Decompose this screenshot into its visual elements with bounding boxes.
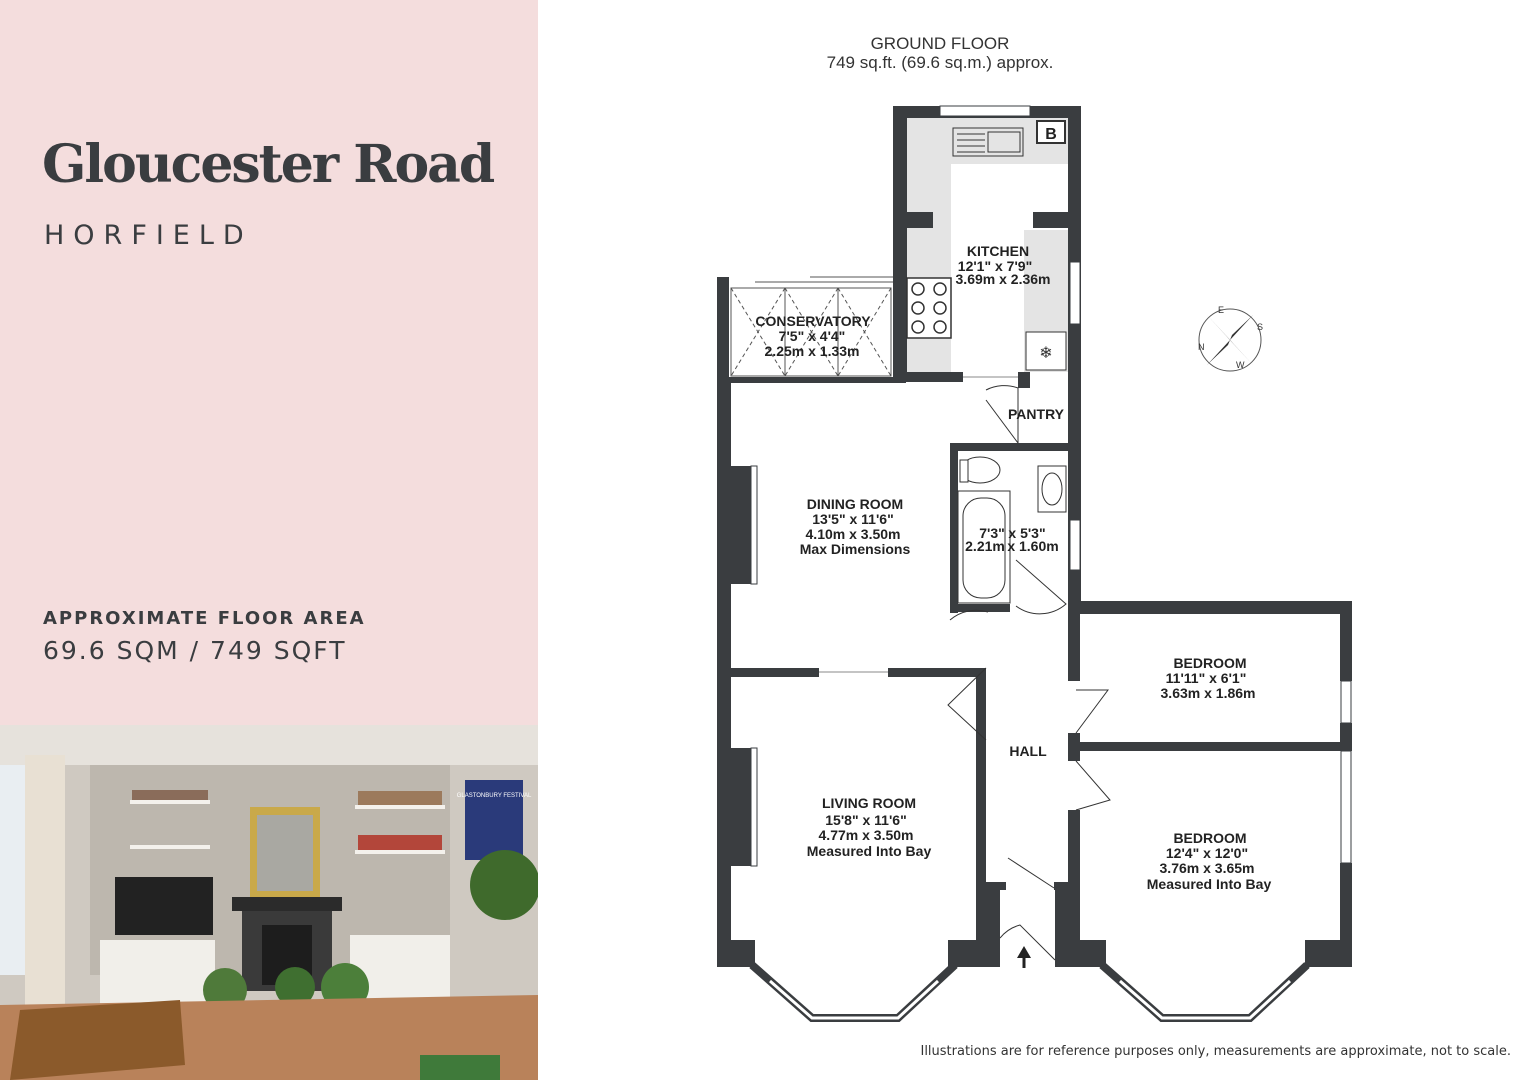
doors — [947, 385, 1111, 961]
conservatory-metric: 2.25m x 1.33m — [765, 343, 860, 359]
kitchen-metric: 3.69m x 2.36m — [956, 271, 1051, 287]
hall-name: HALL — [1009, 743, 1047, 759]
windows — [750, 105, 1352, 867]
dining-name: DINING ROOM — [807, 496, 903, 512]
property-area-name: HORFIELD — [44, 220, 253, 251]
bedroom2-name: BEDROOM — [1173, 830, 1246, 846]
compass-n: N — [1198, 342, 1205, 352]
living-note: Measured Into Bay — [807, 843, 932, 859]
walls — [717, 106, 1352, 967]
hob-icon — [906, 277, 952, 339]
living-room-photo: GLASTONBURY FESTIVAL — [0, 725, 538, 1080]
disclaimer: Illustrations are for reference purposes… — [920, 1044, 1511, 1059]
floor-area-value: 69.6 SQM / 749 SQFT — [43, 636, 347, 665]
bathroom-metric-b: x 1.60m — [1007, 538, 1058, 554]
info-panel: Gloucester Road HORFIELD APPROXIMATE FLO… — [0, 0, 538, 725]
kitchen-name: KITCHEN — [967, 243, 1029, 259]
compass-s: S — [1257, 322, 1263, 332]
compass-w: W — [1236, 360, 1245, 370]
floor-plan-heading: GROUND FLOOR 749 sq.ft. (69.6 sq.m.) app… — [740, 34, 1140, 72]
bedroom1-metric: 3.63m x 1.86m — [1161, 685, 1256, 701]
kitchen-imperial: 12'1" x 7'9" — [958, 258, 1032, 274]
bathroom-imperial-a: 7'3" — [979, 525, 1005, 541]
bathroom-metric-a: 2.21m — [965, 538, 1005, 554]
dining-metric: 4.10m x 3.50m — [806, 526, 901, 542]
entrance-arrow-icon — [1017, 946, 1031, 968]
bedroom2-imperial: 12'4" x 12'0" — [1166, 845, 1248, 861]
bathroom-imperial-b: x 5'3" — [1008, 525, 1045, 541]
property-title: Gloucester Road — [42, 134, 495, 195]
bedroom1-imperial: 11'11" x 6'1" — [1166, 670, 1247, 686]
conservatory-imperial: 7'5" x 4'4" — [779, 328, 846, 344]
floor-area-approx: 749 sq.ft. (69.6 sq.m.) approx. — [826, 53, 1054, 72]
boiler-icon — [1036, 120, 1066, 144]
bedroom1-name: BEDROOM — [1173, 655, 1246, 671]
conservatory-name: CONSERVATORY — [755, 313, 871, 329]
poster-text: GLASTONBURY FESTIVAL — [457, 793, 532, 799]
floor-area-label: APPROXIMATE FLOOR AREA — [43, 608, 366, 629]
boiler-label: B — [1045, 126, 1057, 143]
conservatory-glazing — [730, 276, 893, 377]
sink-icon — [952, 127, 1024, 157]
fridge-icon — [1025, 331, 1067, 371]
snowflake-icon: ❄ — [1039, 345, 1052, 362]
room-labels: KITCHEN 12'1" x 7'9" 3.69m x 2.36m CONSE… — [755, 243, 1271, 892]
bathroom-fixtures — [957, 456, 1067, 604]
bedroom2-note: Measured Into Bay — [1147, 876, 1272, 892]
compass-icon: N E S W — [1198, 305, 1263, 372]
living-metric: 4.77m x 3.50m — [819, 827, 914, 843]
dining-imperial: 13'5" x 11'6" — [812, 511, 893, 527]
living-imperial: 15'8" x 11'6" — [825, 812, 906, 828]
living-name: LIVING ROOM — [822, 795, 916, 811]
floor-plan: B ❄ — [717, 105, 1352, 1022]
bay-windows — [749, 962, 1310, 1022]
pantry-name: PANTRY — [1008, 406, 1065, 422]
compass-e: E — [1218, 305, 1224, 315]
bedroom2-metric: 3.76m x 3.65m — [1160, 860, 1255, 876]
floor-name: GROUND FLOOR — [870, 34, 1010, 53]
dining-note: Max Dimensions — [800, 541, 911, 557]
